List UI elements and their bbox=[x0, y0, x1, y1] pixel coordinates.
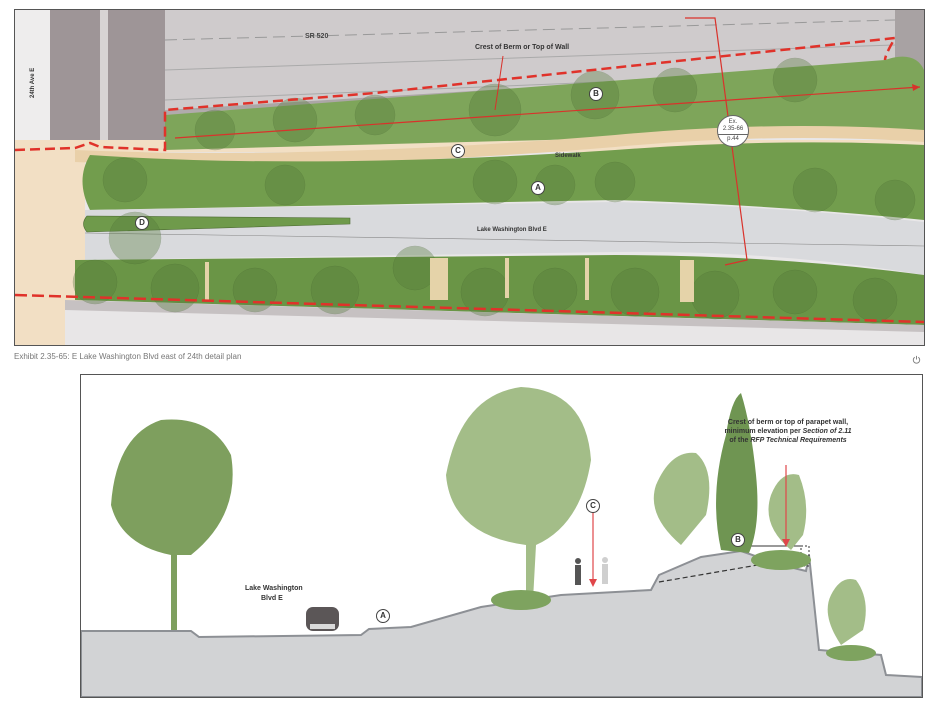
section-marker-b: B bbox=[731, 533, 745, 547]
highway-label: SR 520 bbox=[305, 33, 329, 40]
section-blvd-label-line2: Blvd E bbox=[261, 595, 283, 602]
crest-note: Crest of berm or top of parapet wall, mi… bbox=[724, 419, 852, 444]
marker-b: B bbox=[589, 87, 603, 101]
section-marker-a: A bbox=[376, 609, 390, 623]
section-marker-c: C bbox=[586, 499, 600, 513]
detail-plan: SR 520 24th Ave E Crest of Berm or Top o… bbox=[14, 9, 925, 346]
cross-section: Lake Washington Blvd E A C B bbox=[80, 374, 923, 698]
crest-label: Crest of Berm or Top of Wall bbox=[475, 44, 570, 51]
sidewalk-label: Sidewalk bbox=[555, 153, 581, 159]
section-reference-badge[interactable]: Ex.2.35-66 p.44 bbox=[717, 115, 749, 147]
blvd-label: Lake Washington Blvd E bbox=[477, 227, 547, 233]
section-drawing bbox=[81, 387, 922, 697]
exhibit-caption: Exhibit 2.35-65: E Lake Washington Blvd … bbox=[14, 352, 242, 361]
section-blvd-label-line1: Lake Washington bbox=[245, 585, 303, 592]
marker-c: C bbox=[451, 144, 465, 158]
street-label-24th: 24th Ave E bbox=[30, 67, 36, 98]
marker-d: D bbox=[135, 216, 149, 230]
power-icon[interactable] bbox=[912, 355, 921, 364]
marker-a: A bbox=[531, 181, 545, 195]
plan-drawing bbox=[15, 10, 924, 345]
